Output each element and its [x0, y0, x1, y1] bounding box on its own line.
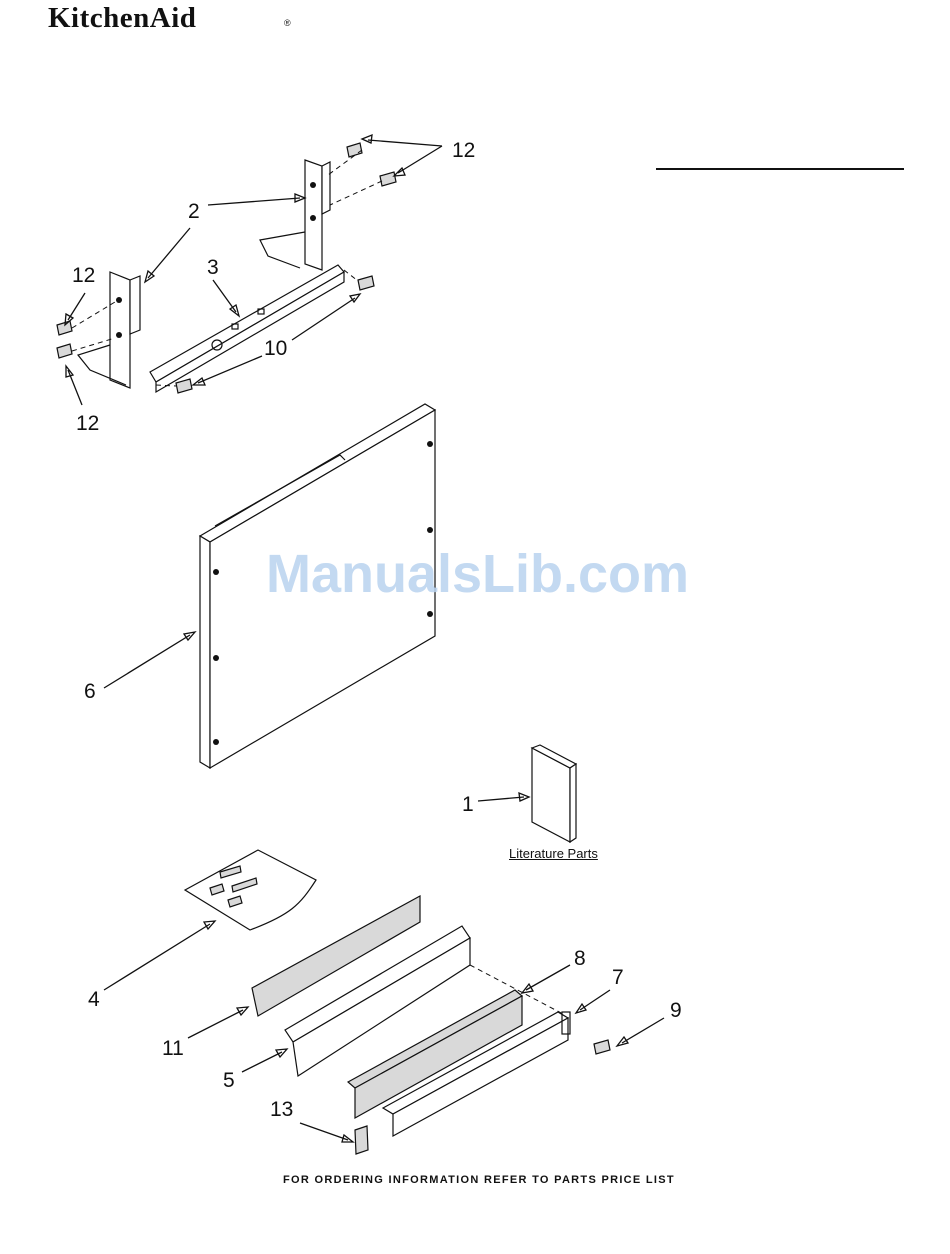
callout-8: 8 [574, 947, 586, 971]
screw-9 [594, 1040, 610, 1054]
callout-12-left-upper: 12 [72, 264, 95, 288]
callout-4: 4 [88, 988, 100, 1012]
literature-parts-label: Literature Parts [509, 846, 598, 861]
mounting-bracket-right [260, 160, 330, 270]
callout-5: 5 [223, 1069, 235, 1093]
footer-note: FOR ORDERING INFORMATION REFER TO PARTS … [283, 1174, 675, 1186]
mounting-bracket-left [78, 272, 140, 388]
callout-13: 13 [270, 1098, 293, 1122]
callout-12-top: 12 [452, 139, 475, 163]
callout-9: 9 [670, 999, 682, 1023]
parts-bag [185, 850, 316, 930]
callout-10: 10 [264, 337, 287, 361]
callout-3: 3 [207, 256, 219, 280]
callout-2: 2 [188, 200, 200, 224]
callout-12-left-lower: 12 [76, 412, 99, 436]
screw-group [57, 143, 396, 393]
callout-6: 6 [84, 680, 96, 704]
watermark: ManualsLib.com [266, 543, 689, 605]
support-rail [150, 265, 344, 392]
callout-11: 11 [162, 1037, 184, 1061]
literature-booklet [532, 745, 576, 842]
callout-7: 7 [612, 966, 624, 990]
clip-13 [355, 1126, 368, 1154]
callout-1: 1 [462, 793, 474, 817]
